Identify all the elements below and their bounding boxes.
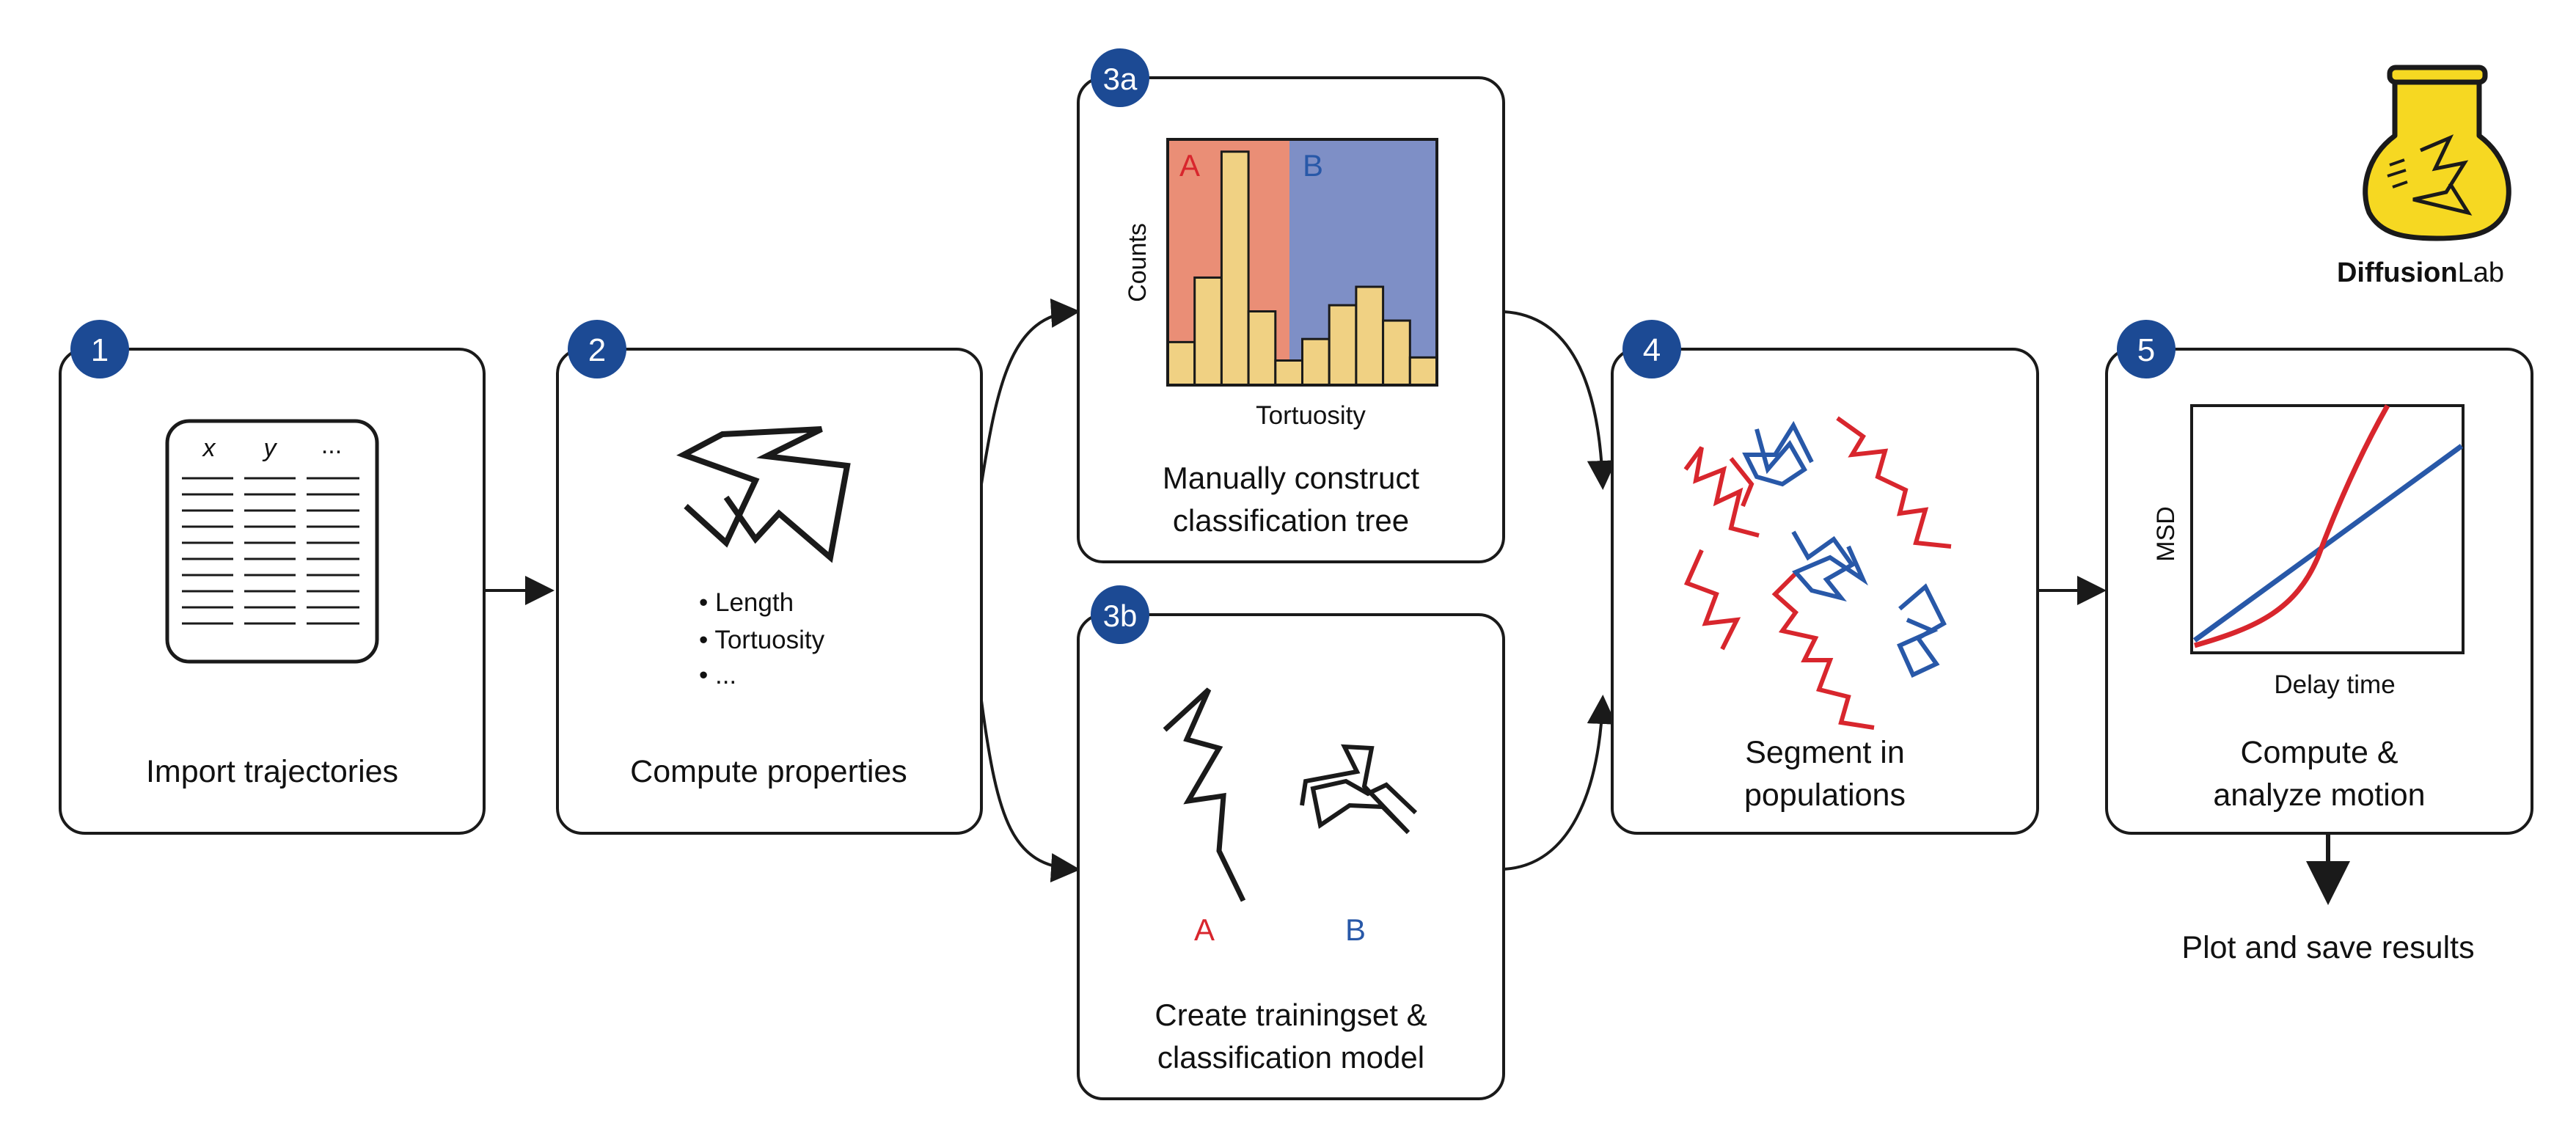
svg-text:2: 2 [588,332,606,368]
property-bullet-length: • Length [699,588,794,617]
flask-icon [2363,65,2511,241]
svg-text:4: 4 [1643,332,1661,368]
histogram-xlabel: Tortuosity [1256,401,1366,430]
arrow-3a-to-4 [1503,310,1617,490]
step-3a-caption-line-2: classification tree [1173,503,1409,538]
property-bullet-tortuosity: • Tortuosity [699,626,825,654]
step-4-caption-line-1: Segment in [1745,735,1905,770]
svg-text:5: 5 [2137,332,2155,368]
step-3a-box: A B Counts Tortuosity Manually construct… [1077,76,1505,563]
svg-text:3a: 3a [1103,62,1138,96]
step-3a-caption-line-1: Manually construct [1163,461,1419,495]
tortuosity-histogram [1166,138,1438,387]
arrow-2-to-3b [980,700,1080,883]
step-1-caption: Import trajectories [146,754,398,789]
step-2-caption: Compute properties [630,754,907,789]
red-population-trajectories [1683,416,1952,730]
step-2-badge: 2 [568,320,626,378]
step-3b-box: A B Create trainingset & classification … [1077,613,1505,1100]
step-1-badge: 1 [70,320,129,378]
class-label-a: A [1194,912,1215,947]
trajectory-icon [676,426,851,563]
histogram-bar [1408,356,1438,387]
logo-text-regular: Lab [2458,257,2504,288]
trajectory-a-icon [1163,687,1246,902]
property-bullet-more: • ... [699,661,736,689]
arrow-2-to-3a [980,298,1080,485]
svg-text:1: 1 [91,332,109,368]
histogram-bar [1247,310,1277,387]
trajectory-table-icon [165,419,379,664]
msd-linear-curve [2192,444,2464,643]
region-label-a: A [1179,148,1200,183]
step-5-caption-line-2: analyze motion [2213,778,2425,813]
msd-superdiffusive-curve [2194,404,2390,648]
step-badges: 1 2 3a 3b 4 5 [70,48,2176,644]
histogram-bar [1301,337,1331,387]
step-3b-caption-line-1: Create trainingset & [1155,998,1427,1032]
diffusionlab-logo: DiffusionLab [2337,65,2511,288]
svg-text:3b: 3b [1103,599,1138,633]
histogram-bar [1166,340,1196,387]
step-1-box: x y ... Import trajectories [59,348,486,835]
step-3a-badge: 3a [1091,48,1149,107]
region-label-b: B [1303,148,1323,183]
output-label: Plot and save results [2181,930,2474,965]
histogram-bar [1220,150,1250,387]
arrow-3b-to-4 [1503,695,1617,871]
msd-plot-ylabel: MSD [2152,506,2180,562]
step-4-box: Segment in populations [1611,348,2039,835]
step-3b-caption-line-2: classification model [1157,1040,1424,1075]
table-header-x: x [202,434,216,462]
histogram-bar [1193,276,1223,387]
histogram-bar [1274,359,1304,387]
connectors [484,298,2350,905]
blue-population-trajectories [1742,420,1947,678]
step-5-caption-line-1: Compute & [2240,735,2398,770]
step-2-box: • Length • Tortuosity • ... Compute prop… [556,348,983,835]
logo-text: DiffusionLab [2337,257,2504,288]
logo-text-bold: Diffusion [2337,257,2458,288]
step-4-badge: 4 [1622,320,1681,378]
histogram-bar [1328,304,1358,387]
msd-plot-xlabel: Delay time [2274,670,2395,699]
trajectory-b-icon [1300,744,1418,835]
table-header-y: y [263,434,278,462]
table-header-more: ... [321,431,342,459]
msd-plot [2190,404,2465,654]
step-5-box: MSD Delay time Compute & analyze motion [2105,348,2533,835]
histogram-bar [1382,319,1411,387]
histogram-ylabel: Counts [1124,223,1152,302]
step-4-caption-line-2: populations [1744,778,1906,813]
histogram-bar [1355,285,1385,387]
step-5-badge: 5 [2117,320,2176,378]
step-3b-badge: 3b [1091,585,1149,644]
class-label-b: B [1345,912,1366,947]
